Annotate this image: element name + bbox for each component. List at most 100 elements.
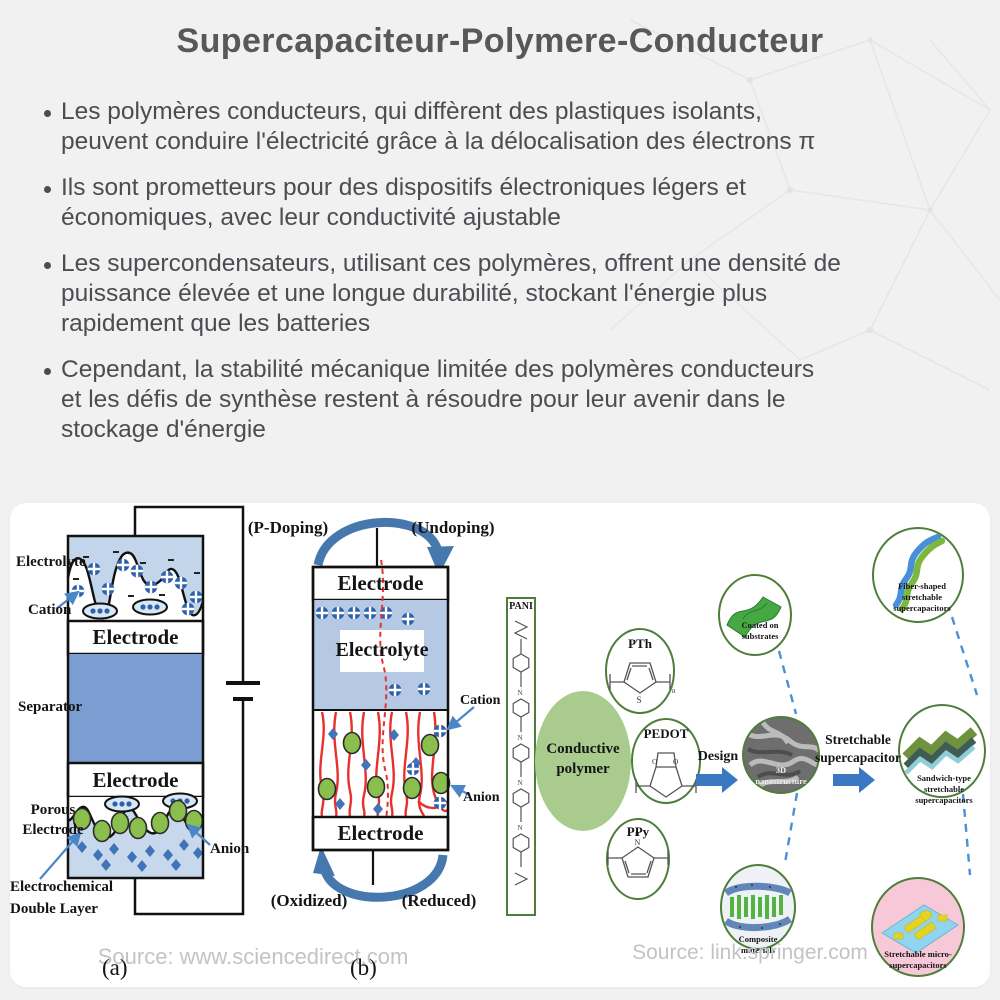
sem-nanostructure-icon xyxy=(743,717,819,793)
label-cation-b: Cation xyxy=(460,693,501,708)
label-composite-line1: Composite xyxy=(738,934,778,944)
bullet-text: Les polymères conducteurs, qui diffèrent… xyxy=(61,98,816,156)
doping-arc-top xyxy=(313,518,454,575)
list-item: Ils sont prometteurs pour des dispositif… xyxy=(44,173,972,234)
svg-text:N: N xyxy=(518,779,523,787)
ion-cloud xyxy=(104,795,140,813)
green-sheet-icon xyxy=(726,596,782,638)
stack-outline-b xyxy=(311,565,450,852)
label-anion-b: Anion xyxy=(463,790,500,805)
label-p-doping: (P-Doping) xyxy=(247,518,329,537)
label-pedot: PEDOT xyxy=(643,726,689,741)
nano-circle xyxy=(742,716,820,794)
circuit-wire xyxy=(133,505,245,916)
label-reduced: (Reduced) xyxy=(401,891,477,910)
bullet-dot-icon xyxy=(44,367,51,375)
caption-b: (b) xyxy=(350,955,377,980)
label-electrolyte-b: Electrolyte xyxy=(335,639,429,662)
bullet-dot-icon xyxy=(44,110,51,117)
label-arrows-b xyxy=(446,706,475,798)
cation-ion xyxy=(432,723,448,739)
label-porous-line1: Porous xyxy=(30,802,76,818)
ppy-hydrogen-atom: H xyxy=(635,831,640,838)
bullet-text: Cependant, la stabilité mécanique limité… xyxy=(61,355,815,444)
figures-panel: Electrolyte Cation Separator Electrode E… xyxy=(10,503,990,987)
electrolyte-label-box xyxy=(340,630,424,672)
stack-outline-a xyxy=(66,534,205,880)
bullet-dot-icon xyxy=(44,185,51,193)
label-sandwich-line1: Sandwich-type xyxy=(917,773,971,783)
pedot-structure xyxy=(635,752,697,798)
dashed-connectors xyxy=(777,616,979,876)
label-edl-line1: Electrochemical xyxy=(10,879,114,895)
supercapacitor-schematic-graphic xyxy=(39,505,475,916)
label-porous-line2: Electrode xyxy=(22,822,84,838)
pth-n-subscript: n xyxy=(672,687,676,695)
stretchable-arrow-icon xyxy=(833,767,875,793)
battery-icon xyxy=(226,681,260,701)
pth-structure xyxy=(609,662,671,694)
diagram-a xyxy=(39,505,260,916)
label-hub-line1: Conductive xyxy=(546,741,620,757)
label-nano-line2: nanostructure xyxy=(755,776,807,786)
label-stretchable-line1: Stretchable xyxy=(825,732,891,747)
bullet-text: Ils sont prometteurs pour des dispositif… xyxy=(61,173,746,232)
svg-text:N: N xyxy=(518,824,523,832)
label-stretchable-line2: supercapacitor xyxy=(815,750,901,765)
svg-text:O: O xyxy=(673,757,679,766)
label-electrolyte-a: Electrolyte xyxy=(16,554,86,570)
pedot-circle xyxy=(631,718,701,804)
label-undoping: (Undoping) xyxy=(411,518,495,537)
bullet-list: Les polymères conducteurs, qui diffèrent… xyxy=(44,97,972,461)
diagram-b xyxy=(311,518,475,902)
cation-ion xyxy=(432,795,448,811)
twisted-fiber-icon xyxy=(892,533,946,613)
svg-text:N: N xyxy=(518,734,523,742)
ion-cloud xyxy=(82,602,118,620)
cation-ion xyxy=(405,761,421,777)
separator-region xyxy=(68,654,203,763)
ppy-nitrogen-atom: N xyxy=(635,838,641,847)
page-title: Supercapaciteur-Polymere-Conducteur xyxy=(176,22,824,60)
cation-ion xyxy=(416,681,432,697)
design-arrow-icon xyxy=(696,767,738,793)
sandwich-stack-icon xyxy=(902,727,978,775)
cation-ion xyxy=(387,682,403,698)
pth-sulfur-atom: S xyxy=(637,695,642,705)
label-fiber-line3: supercapacitors xyxy=(893,603,951,613)
redox-arc-bottom xyxy=(313,846,448,902)
label-micro-line1: Stretchable micro- xyxy=(884,949,952,959)
pani-atoms: N N N N xyxy=(518,689,523,832)
source-text-springer: Source: link.springer.com xyxy=(632,941,868,964)
minus-charges xyxy=(73,551,200,597)
label-electrode-top-b: Electrode xyxy=(337,571,424,596)
label-pani: PANI xyxy=(509,601,533,612)
svg-text:O: O xyxy=(652,757,658,766)
label-pth: PTh xyxy=(628,636,652,651)
label-electrode-bottom-a: Electrode xyxy=(92,767,179,792)
pani-structure xyxy=(512,620,530,886)
label-nano-line1: 3D xyxy=(775,765,787,775)
label-composite-line2: materials xyxy=(741,945,775,955)
label-hub-line2: polymer xyxy=(556,761,610,777)
label-cation-a: Cation xyxy=(28,602,72,618)
label-arrows-a xyxy=(39,590,211,880)
composite-layers-icon xyxy=(723,882,793,932)
conductive-polymer-hub xyxy=(535,691,631,831)
electrode-bottom-box-b xyxy=(311,815,450,852)
label-separator: Separator xyxy=(18,699,83,715)
label-design: Design xyxy=(697,749,739,764)
micro-supercapacitor-icon xyxy=(881,904,959,954)
label-micro-line2: supercapacitors xyxy=(889,960,947,970)
svg-text:N: N xyxy=(518,689,523,697)
figure-sciencedirect: Electrolyte Cation Separator Electrode E… xyxy=(10,503,500,987)
list-item: Cependant, la stabilité mécanique limité… xyxy=(44,355,972,446)
label-electrode-bottom-b: Electrode xyxy=(337,821,424,846)
label-coated-line1: Coated on xyxy=(741,620,779,630)
source-text-sciencedirect: Source: www.sciencedirect.com xyxy=(97,944,409,969)
list-item: Les supercondensateurs, utilisant ces po… xyxy=(44,249,972,340)
label-electrode-top-a: Electrode xyxy=(92,625,179,650)
